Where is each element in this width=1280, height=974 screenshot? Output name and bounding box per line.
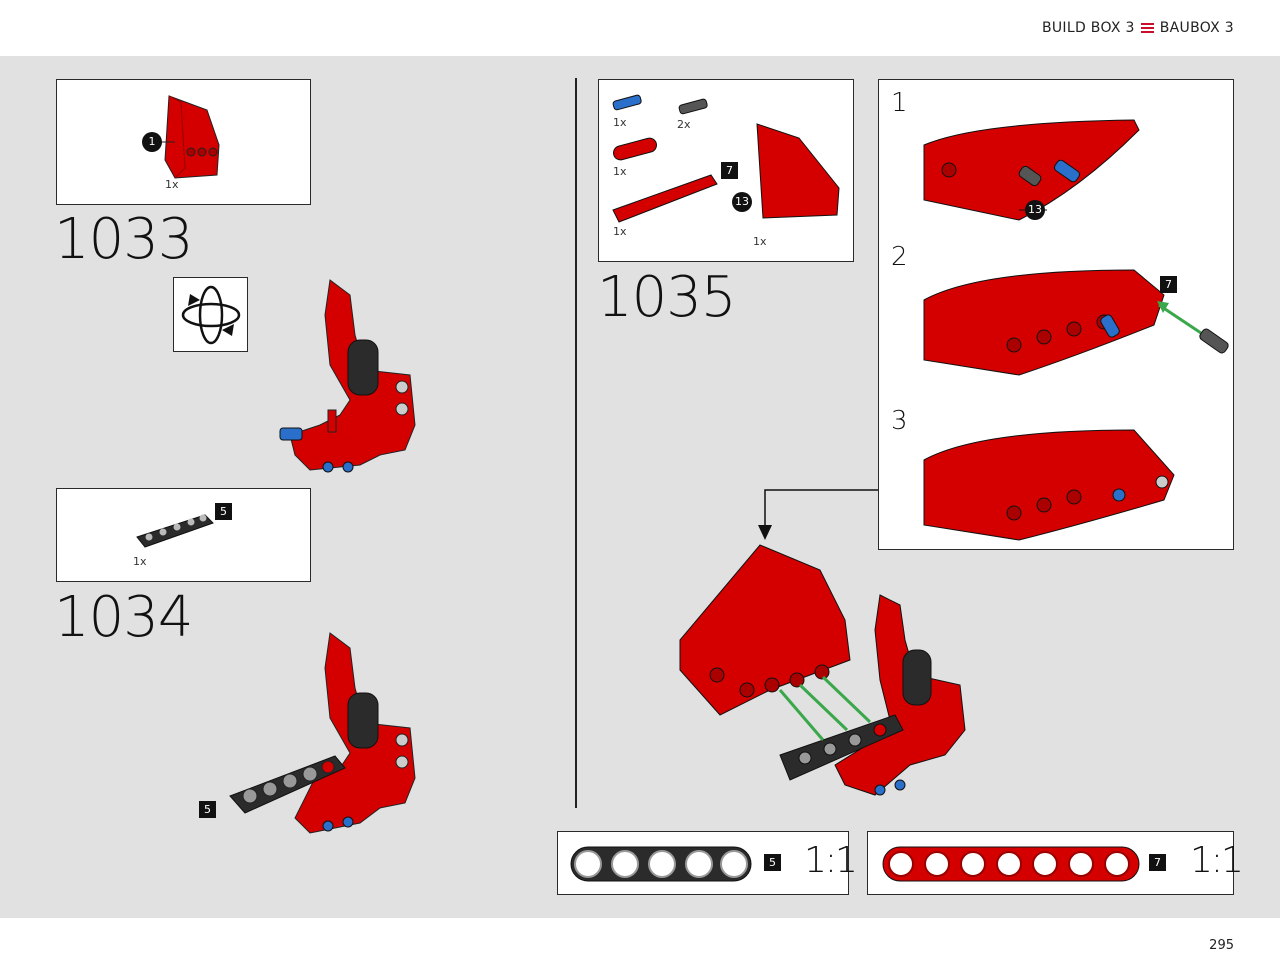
header-title-de: BAUBOX 3 xyxy=(1159,20,1234,36)
callout-arrow xyxy=(758,489,878,540)
step-number-1033: 1033 xyxy=(54,207,194,272)
red-beam-7-scale xyxy=(882,846,1140,882)
parts-callout-1034: 5 1x xyxy=(56,488,311,582)
part-quantity-red-beam-3: 1x xyxy=(613,165,627,178)
parts-callout-1033: 1 1x xyxy=(56,79,311,205)
part-quantity: 1x xyxy=(165,178,179,191)
red-panel-part xyxy=(161,95,220,179)
rotate-icon xyxy=(181,285,241,345)
header-title-en: BUILD BOX 3 xyxy=(1041,20,1135,36)
part-quantity-red-panel: 1x xyxy=(753,235,767,248)
part-count-circle-13: 13 xyxy=(732,192,752,212)
part-quantity: 1x xyxy=(133,555,147,568)
model-assembly-1033 xyxy=(279,279,416,473)
scale-length-tag: 7 xyxy=(1149,854,1166,871)
model-length-tag: 5 xyxy=(199,801,216,818)
model-assembly-1034 xyxy=(229,632,416,834)
scale-length-tag: 5 xyxy=(764,854,781,871)
rotate-model-box xyxy=(173,277,248,352)
model-assembly-1035 xyxy=(679,544,966,796)
scale-ratio: 1:1 xyxy=(804,840,858,881)
page-number: 295 xyxy=(1209,938,1234,953)
substep-box: 1 13 2 7 3 xyxy=(878,79,1234,550)
step-number-1035: 1035 xyxy=(597,265,737,330)
substep-3-number: 3 xyxy=(891,406,908,436)
step-number-1034: 1034 xyxy=(54,585,194,650)
substep-1-number: 1 xyxy=(891,88,908,118)
part-quantity-grey-pin: 2x xyxy=(677,118,691,131)
scale-ratio: 1:1 xyxy=(1190,840,1244,881)
length-tag: 5 xyxy=(215,503,232,520)
black-beam-5-part xyxy=(136,514,214,548)
substep-2-drawing xyxy=(923,269,1229,376)
substep-1-drawing xyxy=(923,119,1140,221)
scale-reference-black-beam: 5 1:1 xyxy=(557,831,858,895)
parts-list-1035 xyxy=(612,94,840,223)
part-quantity-blue-pin: 1x xyxy=(613,116,627,129)
page-header: BUILD BOX 3 BAUBOX 3 xyxy=(0,0,1280,56)
parts-callout-1035: 1x 2x 1x 1x 7 1x 13 xyxy=(598,79,854,262)
black-beam-5-scale xyxy=(570,846,752,882)
substep-2-number: 2 xyxy=(891,242,908,272)
length-tag-7: 7 xyxy=(721,162,738,179)
flag-icon xyxy=(1140,23,1154,33)
column-divider xyxy=(575,78,577,808)
length-tag-7: 7 xyxy=(1160,276,1177,293)
part-count-circle: 1 xyxy=(142,132,162,152)
scale-reference-red-beam: 7 1:1 xyxy=(867,831,1244,895)
part-quantity-red-beam-7: 1x xyxy=(613,225,627,238)
part-count-circle-13: 13 xyxy=(1025,200,1045,220)
substep-3-drawing xyxy=(923,429,1175,541)
header-title: BUILD BOX 3 BAUBOX 3 xyxy=(1042,20,1234,36)
